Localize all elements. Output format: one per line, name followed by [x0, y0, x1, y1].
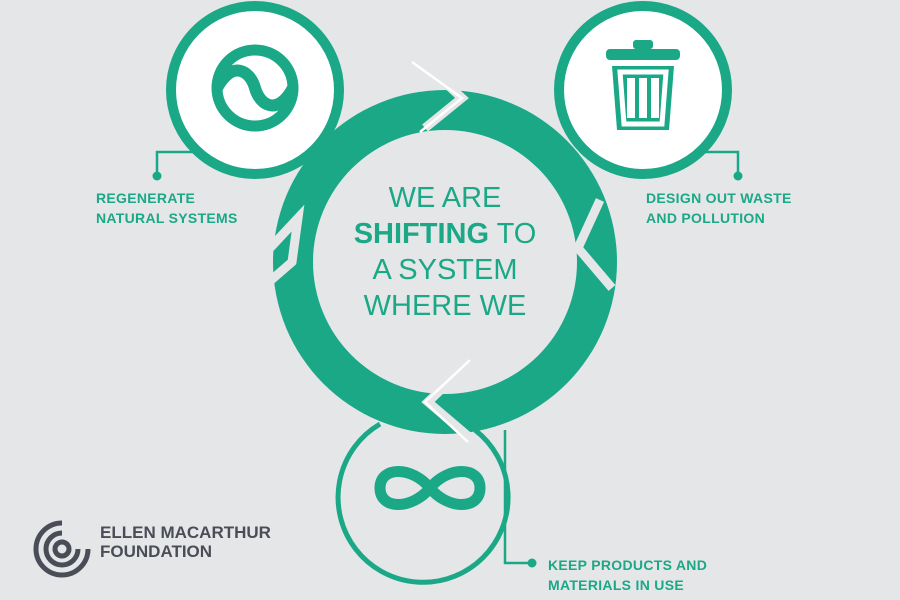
logo-line-1: ELLEN MACARTHUR: [100, 523, 271, 542]
ellen-macarthur-logo-icon: [33, 520, 91, 578]
label-regenerate-line-2: NATURAL SYSTEMS: [96, 210, 238, 226]
center-line-2-rest: TO: [489, 218, 537, 250]
regenerate-circle: [166, 1, 344, 179]
leader-dot-regenerate: [152, 171, 162, 181]
leader-dot-design: [733, 171, 743, 181]
center-line-2: SHIFTING TO: [345, 216, 545, 252]
trash-bin-icon: [606, 40, 680, 130]
leader-dot-keep: [527, 558, 537, 568]
label-design-out-waste: DESIGN OUT WASTE AND POLLUTION: [646, 188, 792, 228]
label-keep-products-in-use: KEEP PRODUCTS AND MATERIALS IN USE: [548, 555, 707, 595]
regenerate-wave-icon: [211, 44, 299, 132]
foundation-logo-text: ELLEN MACARTHUR FOUNDATION: [100, 523, 271, 561]
central-cycle: [259, 56, 617, 443]
center-line-4: WHERE WE: [363, 290, 527, 322]
center-line-3: A SYSTEM: [372, 254, 518, 286]
center-line-1: WE ARE: [388, 182, 502, 214]
label-keep-line-1: KEEP PRODUCTS AND: [548, 557, 708, 573]
cycle-arrow-outlines: [411, 60, 471, 443]
design-circle: [554, 1, 732, 179]
label-regenerate-line-1: REGENERATE: [96, 190, 196, 206]
label-keep-line-2: MATERIALS IN USE: [548, 577, 684, 593]
infinity-icon: [374, 466, 486, 510]
label-design-line-1: DESIGN OUT WASTE: [646, 190, 792, 206]
label-design-line-2: AND POLLUTION: [646, 210, 766, 226]
center-statement: WE ARE SHIFTING TO A SYSTEM WHERE WE: [345, 180, 545, 324]
label-regenerate-natural-systems: REGENERATE NATURAL SYSTEMS: [96, 188, 238, 228]
logo-line-2: FOUNDATION: [100, 542, 213, 561]
keep-circle: [335, 421, 511, 585]
center-emphasis: SHIFTING: [353, 218, 490, 250]
